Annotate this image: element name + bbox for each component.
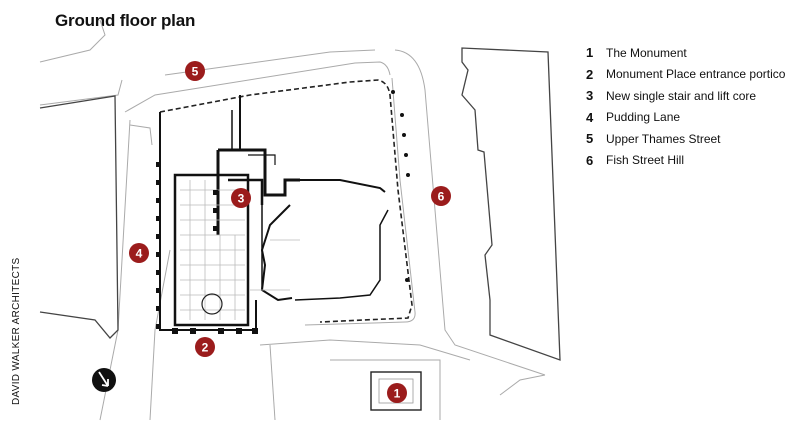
bollard	[404, 153, 408, 157]
rotunda	[201, 293, 223, 315]
pier	[252, 328, 258, 334]
interior-line	[250, 239, 300, 291]
interior-lines	[180, 180, 300, 320]
marker-label: 5	[192, 65, 199, 79]
pier	[156, 306, 161, 311]
pier	[156, 234, 161, 239]
facade-piers	[156, 162, 258, 334]
marker-circle	[387, 383, 407, 403]
wall	[300, 179, 386, 193]
neighbour-block-east	[461, 47, 561, 361]
context-line	[259, 339, 471, 361]
pier	[156, 270, 161, 275]
marker-circle	[231, 188, 251, 208]
context-line	[124, 61, 391, 113]
pier	[156, 162, 161, 167]
marker-label: 4	[136, 247, 143, 261]
context-line	[149, 249, 171, 421]
context-line	[269, 344, 276, 421]
bollard	[402, 133, 406, 137]
pier	[213, 226, 218, 231]
pier	[156, 324, 161, 329]
bollard	[391, 90, 395, 94]
wall	[173, 173, 250, 327]
context-line	[39, 79, 123, 106]
marker-circle	[195, 337, 215, 357]
context-line	[394, 49, 546, 376]
legend-label: Pudding Lane	[606, 110, 681, 125]
pier	[156, 216, 161, 221]
pier	[236, 328, 242, 334]
legend-number: 4	[586, 109, 594, 125]
bollard	[405, 278, 409, 282]
legend-item: 4 Pudding Lane	[586, 107, 785, 129]
legend-item: 5 Upper Thames Street	[586, 128, 785, 150]
context-line	[164, 49, 376, 76]
bollards	[391, 90, 410, 282]
legend-label: Monument Place entrance portico	[606, 67, 786, 82]
marker-5: 5	[185, 61, 205, 81]
marker-circle	[129, 243, 149, 263]
context-line	[39, 19, 106, 63]
pier	[213, 208, 218, 213]
marker-4: 4	[129, 243, 149, 263]
wall	[228, 178, 264, 205]
north-arrow-icon	[92, 368, 116, 392]
legend-label: The Monument	[606, 45, 687, 60]
marker-2: 2	[195, 337, 215, 357]
site-perimeter	[159, 79, 413, 323]
legend-number: 2	[586, 66, 594, 82]
context-line	[499, 374, 546, 396]
context-line	[330, 359, 441, 420]
context-line	[304, 77, 416, 326]
legend-item: 3 New single stair and lift core	[586, 85, 785, 107]
building-walls	[159, 95, 389, 331]
pier	[190, 328, 196, 334]
floor-grid	[189, 180, 236, 320]
legend-number: 1	[586, 45, 594, 61]
wall	[260, 204, 293, 302]
marker-6: 6	[431, 186, 451, 206]
marker-circle	[431, 186, 451, 206]
marker-1: 1	[387, 383, 407, 403]
bollard	[406, 173, 410, 177]
legend-number: 3	[586, 88, 594, 104]
bollard	[400, 113, 404, 117]
pier	[172, 328, 178, 334]
monument-base	[378, 378, 414, 404]
page-title: Ground floor plan	[55, 11, 196, 30]
legend-label: Upper Thames Street	[606, 131, 721, 146]
pier	[156, 180, 161, 185]
pier	[218, 328, 224, 334]
legend-item: 2 Monument Place entrance portico	[586, 64, 785, 86]
legend-number: 5	[586, 131, 594, 147]
monument-plinth	[370, 371, 422, 411]
legend: 1 The Monument 2 Monument Place entrance p…	[586, 42, 785, 171]
context-lines	[39, 19, 546, 421]
legend-item: 6 Fish Street Hill	[586, 150, 785, 172]
neighbour-block-west	[39, 95, 119, 339]
pier	[156, 288, 161, 293]
marker-label: 2	[202, 341, 209, 355]
wall	[218, 148, 300, 197]
marker-label: 6	[438, 190, 445, 204]
legend-item: 1 The Monument	[586, 42, 785, 64]
legend-label: New single stair and lift core	[606, 88, 757, 103]
legend-label: Fish Street Hill	[606, 153, 685, 168]
floor-grid	[180, 189, 245, 311]
context-line	[129, 124, 153, 146]
marker-3: 3	[231, 188, 251, 208]
legend-number: 6	[586, 152, 594, 168]
marker-circle	[185, 61, 205, 81]
marker-label: 3	[238, 192, 245, 206]
pier	[156, 198, 161, 203]
wall	[294, 209, 389, 301]
pier	[156, 252, 161, 257]
wall	[248, 154, 276, 165]
marker-label: 1	[394, 387, 401, 401]
pier	[213, 190, 218, 195]
